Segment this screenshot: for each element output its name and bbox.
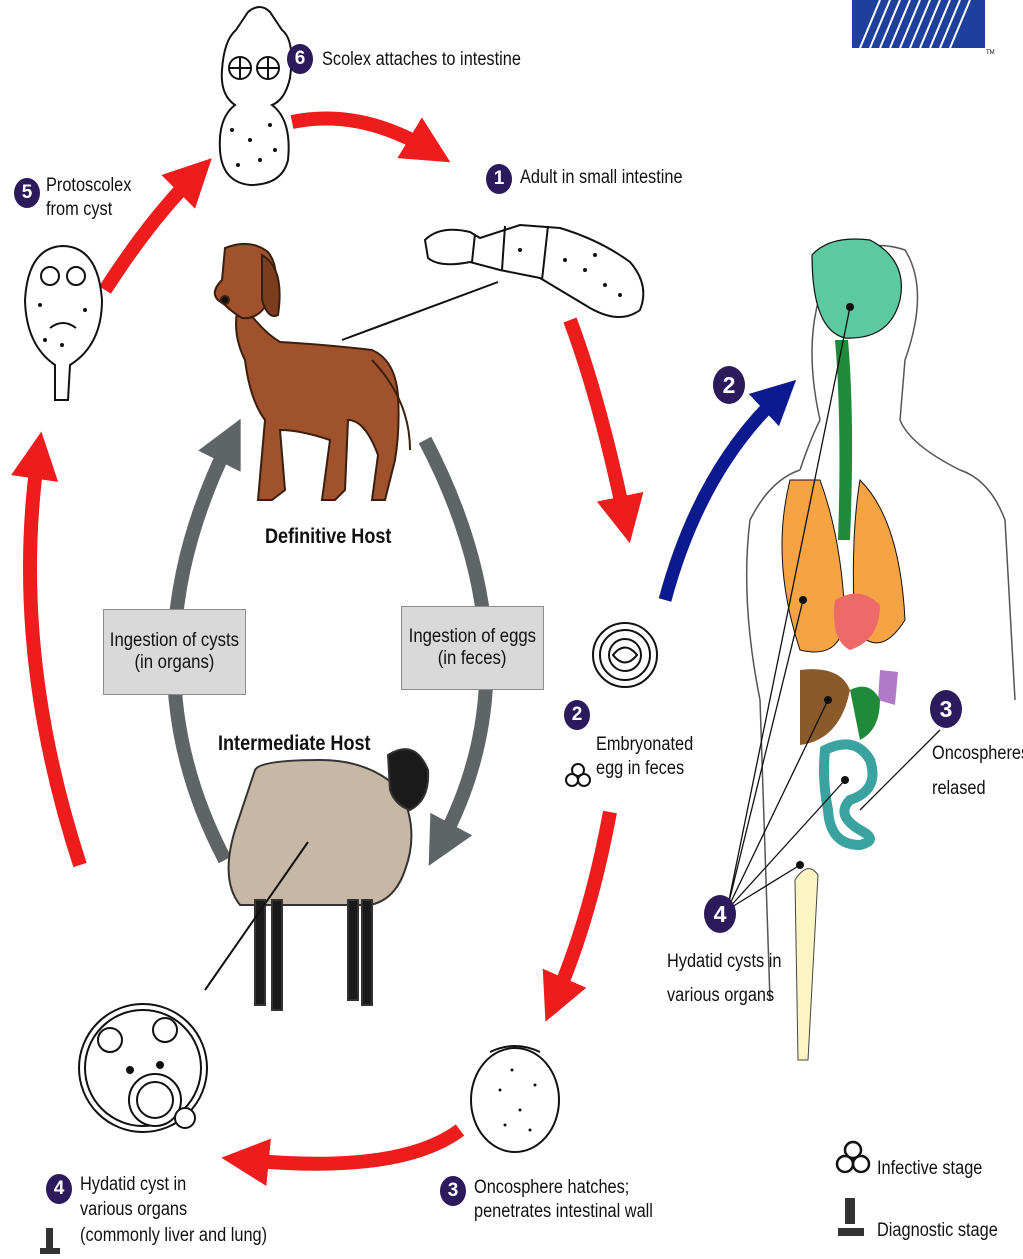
badge-human-2: 2 — [713, 366, 745, 404]
microscope-icon — [838, 1198, 864, 1236]
label-human-cysts-1: Hydatid cysts in — [667, 950, 781, 973]
box-eggs-line2: (in feces) — [438, 648, 507, 670]
egg-biohazard-icon — [566, 764, 590, 786]
arrow-3-to-4 — [245, 1130, 460, 1164]
badge-1: 1 — [486, 164, 512, 194]
box-cysts-line2: (in organs) — [135, 652, 215, 674]
badge-3: 3 — [440, 1176, 466, 1206]
biohazard-icon — [837, 1142, 869, 1172]
label-cyst-3: (commonly liver and lung) — [80, 1224, 267, 1247]
logo-tm: TM — [986, 50, 995, 56]
label-human-cysts-2: various organs — [667, 984, 774, 1007]
label-protoscolex-1: Protoscolex — [46, 174, 131, 197]
label-oncospheres-2: relased — [932, 777, 986, 800]
cdc-logo: TM — [852, 0, 995, 56]
human-figure-drawing — [727, 239, 1015, 1060]
label-oncospheres-1: Oncospheres — [932, 742, 1023, 765]
label-oncosphere-1: Oncosphere hatches; — [474, 1176, 629, 1199]
label-adult: Adult in small intestine — [520, 166, 683, 189]
label-protoscolex-2: from cyst — [46, 198, 112, 221]
badge-6: 6 — [287, 44, 313, 74]
badge-5: 5 — [14, 178, 40, 208]
adult-worm-drawing — [425, 225, 643, 317]
arrow-6-to-1 — [292, 119, 430, 151]
label-oncosphere-2: penetrates intestinal wall — [474, 1200, 653, 1223]
arrow-4-to-5 — [30, 455, 80, 865]
label-cyst-2: various organs — [80, 1198, 187, 1221]
cyst-microscope-icon — [40, 1228, 60, 1254]
label-egg-1: Embryonated — [596, 733, 693, 756]
embryonated-egg-drawing — [593, 623, 657, 687]
scolex-drawing — [220, 7, 292, 185]
dog-drawing — [215, 244, 410, 500]
label-definitive-host: Definitive Host — [265, 525, 391, 548]
protoscolex-drawing — [25, 246, 102, 400]
sheep-drawing — [229, 749, 429, 1010]
dog-pointer-line — [342, 282, 498, 340]
box-eggs-line1: Ingestion of eggs — [409, 626, 536, 648]
arrow-1-to-2 — [570, 320, 625, 520]
badge-2: 2 — [564, 700, 590, 730]
hydatid-cyst-drawing — [79, 1004, 207, 1132]
legend-diagnostic: Diagnostic stage — [877, 1219, 998, 1242]
box-ingestion-cysts: Ingestion of cysts (in organs) — [103, 609, 246, 695]
badge-human-3: 3 — [930, 690, 962, 728]
label-intermediate-host: Intermediate Host — [218, 732, 371, 755]
label-scolex: Scolex attaches to intestine — [322, 48, 521, 71]
legend-infective: Infective stage — [877, 1157, 982, 1180]
label-cyst-1: Hydatid cyst in — [80, 1173, 186, 1196]
arrow-egg-to-human — [665, 395, 780, 600]
box-cysts-line1: Ingestion of cysts — [110, 630, 239, 652]
label-egg-2: egg in feces — [596, 757, 684, 780]
box-ingestion-eggs: Ingestion of eggs (in feces) — [401, 606, 544, 690]
badge-human-4: 4 — [704, 895, 736, 933]
badge-4: 4 — [46, 1174, 72, 1204]
arrow-2-to-3 — [555, 812, 610, 1000]
oncosphere-drawing — [471, 1046, 559, 1152]
